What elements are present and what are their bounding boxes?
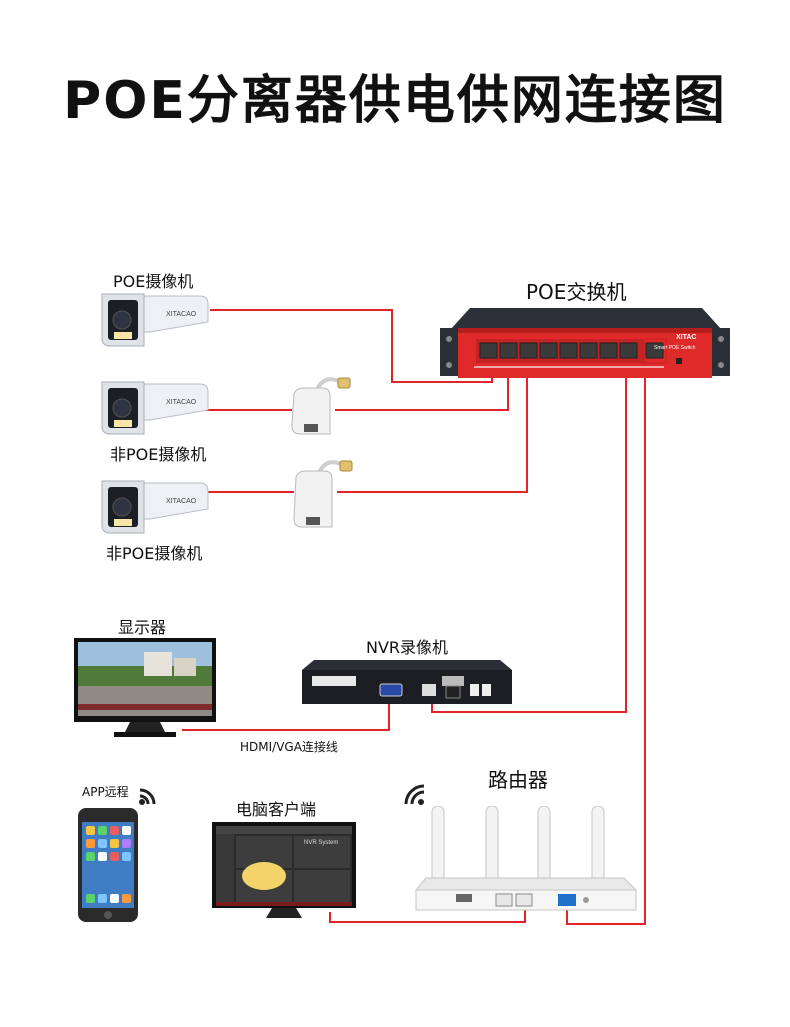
- poe-camera: XITACAO: [101, 293, 209, 347]
- monitor-label: 显示器: [118, 618, 167, 637]
- nvr-recorder: [302, 660, 512, 704]
- router: [414, 806, 638, 911]
- poe-camera-label: POE摄像机: [113, 272, 194, 291]
- wire-splitter2-switch: [337, 362, 528, 493]
- nvr-label: NVR录像机: [366, 638, 449, 657]
- router-label: 路由器: [488, 768, 548, 792]
- wire-router-pc: [329, 905, 526, 923]
- smartphone: [78, 808, 138, 922]
- poe-splitter-2: [293, 460, 353, 528]
- page-title: POE分离器供电供网连接图: [63, 71, 727, 131]
- wire-switch-nvr: [431, 362, 627, 713]
- hdmi-vga-cable-label: HDMI/VGA连接线: [240, 740, 338, 754]
- pc-nvr-screen-text: NVR System: [304, 840, 338, 846]
- switch-subtitle: Smart POE Switch: [654, 345, 696, 351]
- pc-client-monitor: NVR System: [212, 822, 356, 918]
- wire-switch-router: [566, 362, 646, 925]
- camera-brand-2: XITACAO: [166, 399, 197, 406]
- non-poe-camera-1-label: 非POE摄像机: [110, 445, 207, 464]
- router-wifi-icon: [404, 784, 425, 805]
- poe-switch: XITAC Smart POE Switch: [440, 308, 730, 378]
- poe-splitter-1: [291, 377, 351, 435]
- app-remote-label: APP远程: [82, 785, 129, 799]
- camera-brand-3: XITACAO: [166, 498, 197, 505]
- non-poe-camera-2: XITACAO: [101, 480, 209, 534]
- pc-client-label: 电脑客户端: [236, 800, 317, 819]
- non-poe-camera-2-label: 非POE摄像机: [106, 544, 203, 563]
- non-poe-camera-1: XITACAO: [101, 381, 209, 435]
- switch-brand: XITAC: [676, 334, 696, 341]
- app-wifi-icon: [139, 788, 156, 805]
- monitor: [74, 638, 216, 737]
- wire-nvr-monitor: [182, 700, 390, 731]
- poe-switch-label: POE交换机: [526, 280, 627, 304]
- camera-brand-1: XITACAO: [166, 311, 197, 318]
